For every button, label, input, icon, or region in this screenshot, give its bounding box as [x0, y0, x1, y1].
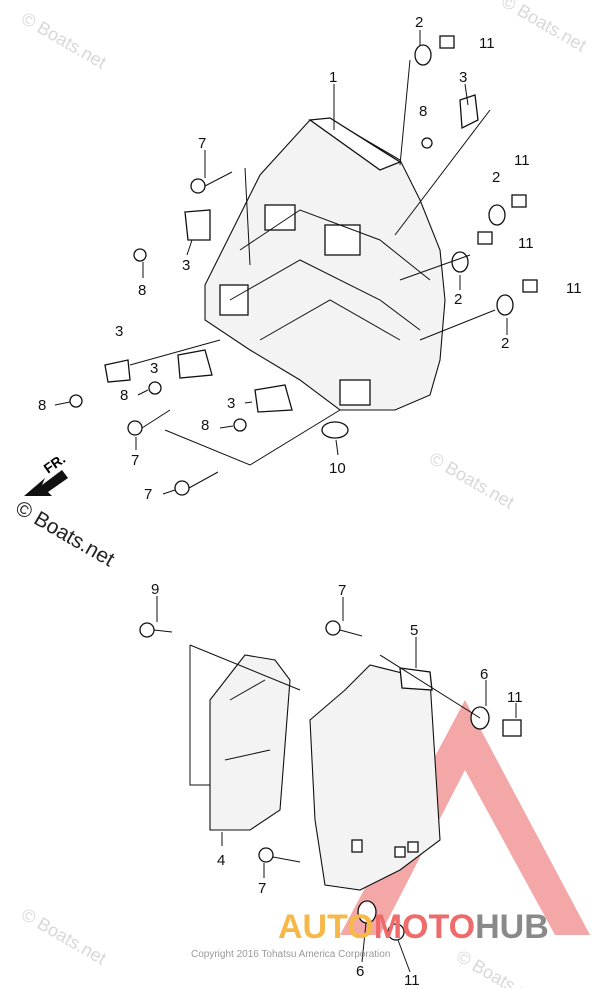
leader-lines	[54, 30, 508, 495]
callout-8: 8	[138, 282, 146, 299]
callout-11: 11	[514, 152, 530, 169]
part-4-module	[209, 654, 291, 831]
watermark: © Boats.net	[453, 946, 545, 988]
bottom-fasteners	[139, 620, 522, 941]
callout-7: 7	[144, 486, 152, 503]
callout-11: 11	[518, 235, 534, 252]
callout-10: 10	[329, 460, 346, 477]
watermark: © Boats.net	[498, 0, 590, 56]
watermark: © Boats.net	[18, 8, 110, 72]
callout-1: 1	[329, 69, 337, 86]
callout-3: 3	[150, 360, 158, 377]
watermark: © Boats.net	[18, 904, 110, 968]
part-5-bracket	[309, 664, 441, 891]
callout-8: 8	[201, 417, 209, 434]
logo-auto: AUTO	[278, 908, 374, 946]
callout-2: 2	[415, 14, 423, 31]
callout-3: 3	[182, 257, 190, 274]
watermark: © Boats.net	[426, 448, 518, 512]
fr-label: FR.	[41, 450, 69, 476]
logo-hub: HUB	[475, 908, 549, 946]
bottom-leader-lines	[156, 596, 517, 973]
callout-8: 8	[120, 387, 128, 404]
callout-7: 7	[338, 582, 346, 599]
callout-11: 11	[507, 689, 523, 706]
callout-11: 11	[404, 972, 420, 988]
callout-7: 7	[131, 452, 139, 469]
callout-7: 7	[198, 135, 206, 152]
callout-2: 2	[454, 291, 462, 308]
logo-text: AUTOMOTOHUB	[278, 908, 549, 946]
callout-6: 6	[356, 963, 364, 980]
callout-2: 2	[492, 169, 500, 186]
watermark-dark: © Boats.net	[12, 496, 119, 571]
callout-3: 3	[459, 69, 467, 86]
callout-3: 3	[115, 323, 123, 340]
callout-11: 11	[566, 280, 582, 297]
logo-moto: MOTO	[374, 908, 475, 946]
copyright-text: Copyright 2016 Tohatsu America Corporati…	[191, 949, 390, 960]
callout-6: 6	[480, 666, 488, 683]
callout-5: 5	[410, 622, 418, 639]
callout-8: 8	[38, 397, 46, 414]
autotmotohub-logo	[340, 700, 590, 935]
part-1-main-bracket	[204, 117, 446, 411]
callout-11: 11	[479, 35, 495, 52]
callout-2: 2	[501, 335, 509, 352]
callout-8: 8	[419, 103, 427, 120]
callout-7: 7	[258, 880, 266, 897]
front-arrow-icon: FR.	[24, 450, 68, 496]
callout-3: 3	[227, 395, 235, 412]
callout-4: 4	[217, 852, 225, 869]
callouts: 1 2 11 3 8 7 11 2 11 3 8 2 11 2 3 3 8 8 …	[38, 14, 582, 988]
callout-9: 9	[151, 581, 159, 598]
